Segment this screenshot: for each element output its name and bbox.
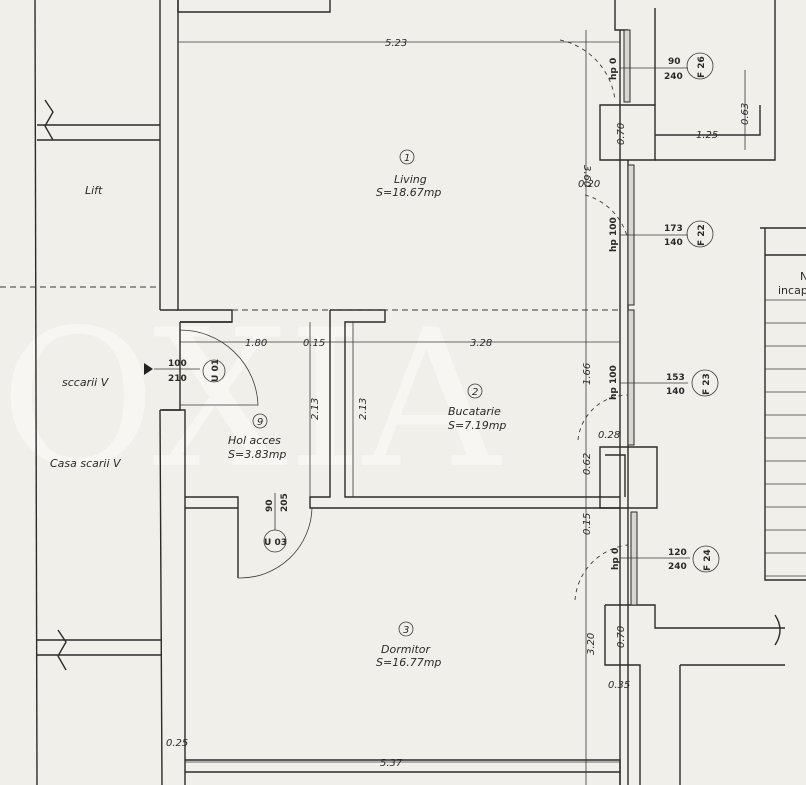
room-area: S=3.83mp — [228, 448, 286, 461]
dim-kitchen-width: 3.28 — [470, 338, 492, 349]
opening-tag-f26: F 26 90 240 hp 0 — [609, 52, 714, 82]
opening-height: 205 — [280, 493, 290, 512]
dim-pier-035: 0.35 — [608, 680, 630, 691]
room-name: Hol acces — [228, 434, 281, 447]
opening-tag-f24: F 24 120 240 hp 0 — [611, 545, 720, 573]
opening-width: 120 — [668, 548, 687, 558]
dim-hol-width: 1.80 — [245, 338, 267, 349]
opening-width: 153 — [666, 373, 685, 383]
dim-hol-height: 2.13 — [310, 398, 321, 420]
dim-kitchen-height: 2.13 — [358, 398, 369, 420]
opening-sill: hp 0 — [611, 548, 621, 570]
opening-tag-u01: U 01 100 210 — [144, 359, 226, 384]
stairwell-zone: Lift sccarii V Casa scarii V — [0, 0, 163, 785]
room-area: S=7.19mp — [448, 419, 506, 432]
stair-label-top: sccarii V — [62, 376, 110, 389]
room-number: 1 — [404, 153, 410, 164]
opening-id: F 26 — [697, 56, 707, 78]
dim-balcony-063: 0.63 — [740, 103, 751, 125]
dimension-lines — [178, 30, 760, 785]
dimension-labels: 5.23 5.37 1.80 0.15 3.28 2.13 2.13 3.60 … — [166, 38, 751, 769]
lift-label: Lift — [85, 184, 103, 197]
room-number: 9 — [257, 417, 263, 428]
walls — [160, 0, 785, 785]
opening-id: F 24 — [703, 549, 713, 571]
room-number: 2 — [472, 387, 478, 398]
room-living: 1 Living S=18.67mp — [376, 149, 441, 199]
room-name: Dormitor — [381, 643, 432, 656]
opening-width: 100 — [168, 359, 187, 369]
opening-tag-u03: U 03 90 205 — [263, 493, 290, 553]
watermark: OXIA — [0, 289, 503, 510]
room-name: Bucatarie — [448, 405, 501, 418]
opening-height: 210 — [168, 374, 187, 384]
opening-width: 90 — [265, 499, 275, 512]
opening-sill: hp 100 — [609, 217, 619, 252]
dim-pier-020: 0.20 — [578, 179, 600, 190]
right-label-1: N — [800, 270, 806, 283]
opening-id: U 01 — [211, 359, 221, 382]
stair-label-bottom: Casa scarii V — [50, 457, 122, 470]
dim-pier-070b: 0.70 — [616, 626, 627, 648]
opening-tag-f22: F 22 173 140 hp 100 — [609, 217, 714, 252]
dim-living-width: 5.23 — [385, 38, 407, 49]
dim-dormitor-width: 5.37 — [380, 758, 403, 769]
dim-wall-015b: 0.15 — [582, 513, 593, 535]
dim-balcony-125: 1.25 — [696, 130, 718, 141]
opening-height: 140 — [664, 238, 683, 248]
opening-tag-f23: F 23 153 140 hp 100 — [609, 365, 719, 400]
right-stairs: N incap — [760, 227, 806, 581]
opening-sill: hp 100 — [609, 365, 619, 400]
opening-height: 240 — [664, 72, 683, 82]
dim-dormitor-depth: 3.20 — [586, 633, 597, 655]
room-hol-acces: 9 Hol acces S=3.83mp — [228, 413, 286, 461]
opening-width: 173 — [664, 224, 683, 234]
dim-pier-070a: 0.70 — [616, 123, 627, 145]
opening-height: 240 — [668, 562, 687, 572]
room-number: 3 — [403, 625, 409, 636]
room-bucatarie: 2 Bucatarie S=7.19mp — [448, 383, 506, 432]
room-area: S=16.77mp — [376, 656, 441, 669]
right-label-2: incap — [778, 284, 806, 297]
dim-pier-028: 0.28 — [598, 430, 620, 441]
opening-id: U 03 — [264, 538, 287, 548]
dim-pier-062: 0.62 — [582, 453, 593, 475]
opening-height: 140 — [666, 387, 685, 397]
room-dormitor: 3 Dormitor S=16.77mp — [376, 621, 441, 669]
opening-sill: hp 0 — [609, 58, 619, 80]
dim-wall-015: 0.15 — [303, 338, 325, 349]
opening-width: 90 — [668, 57, 681, 67]
dim-kitchen-depth: 1.66 — [582, 363, 593, 385]
dim-living-depth: 3.60 — [581, 165, 592, 187]
room-name: Living — [394, 173, 427, 186]
opening-id: F 23 — [702, 373, 712, 395]
dim-left-025: 0.25 — [166, 738, 188, 749]
door-swings — [179, 39, 629, 601]
opening-id: F 22 — [697, 224, 707, 246]
room-area: S=18.67mp — [376, 186, 441, 199]
